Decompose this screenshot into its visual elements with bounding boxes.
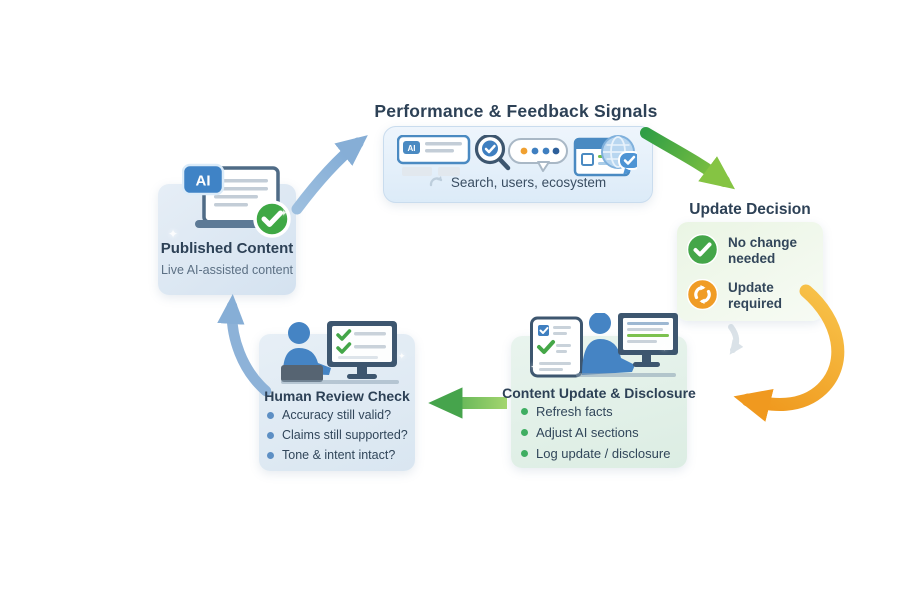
decision-option-update: Update required <box>687 278 824 312</box>
signals-caption: Search, users, ecosystem <box>450 175 607 190</box>
published-document-icon: AI <box>182 163 291 238</box>
sparkle-icon <box>530 360 540 374</box>
decorative-arrow <box>728 324 744 355</box>
bullet-item: Tone & intent intact? <box>267 448 408 462</box>
monitor-icon <box>327 321 397 379</box>
human-review-title: Human Review Check <box>264 388 410 404</box>
signals-icons: AI <box>397 135 637 177</box>
decision-title: Update Decision <box>689 201 811 218</box>
person-icon <box>582 313 635 375</box>
monitor-icon <box>618 313 678 367</box>
refresh-circle-icon <box>687 278 718 310</box>
globe-icon <box>601 135 637 175</box>
decision-options: No change needed Update required <box>687 234 824 312</box>
bullet-dot <box>521 429 528 436</box>
bullet-dot <box>267 431 274 439</box>
bullet-item: Log update / disclosure <box>521 446 670 461</box>
search-result-icon: AI <box>397 135 471 176</box>
bullet-dot <box>521 408 528 415</box>
sparkle-icon <box>168 227 178 241</box>
bullet-item: Adjust AI sections <box>521 425 670 440</box>
published-title: Published Content <box>160 240 294 257</box>
content-update-icon <box>530 313 678 378</box>
bullet-item: Claims still supported? <box>267 428 408 442</box>
human-review-bullets: Accuracy still valid? Claims still suppo… <box>267 408 408 462</box>
search-check-icon <box>474 135 511 171</box>
sparkle-icon <box>398 351 406 362</box>
human-review-icon <box>281 321 399 384</box>
feedback-bubble-icon <box>508 138 568 172</box>
arrow-published-to-signals <box>291 135 368 215</box>
sparkle-icon <box>660 343 668 354</box>
svg-text:AI: AI <box>408 144 416 153</box>
bullet-dot <box>521 450 528 457</box>
check-circle-icon <box>687 234 718 265</box>
bullet-item: Refresh facts <box>521 404 670 419</box>
decision-option-no-change: No change needed <box>687 234 824 267</box>
refresh-faint-icon <box>429 176 443 187</box>
decision-option-label: No change needed <box>728 235 798 266</box>
ai-badge: AI <box>182 163 225 196</box>
bullet-item: Accuracy still valid? <box>267 408 408 422</box>
bullet-dot <box>267 451 274 459</box>
bullet-dot <box>267 411 274 419</box>
signals-caption-row: Search, users, ecosystem <box>390 175 644 190</box>
sparkle-icon <box>280 208 288 219</box>
content-update-bullets: Refresh facts Adjust AI sections Log upd… <box>521 404 670 461</box>
published-subtitle: Live AI-assisted content <box>160 263 294 277</box>
decision-option-label: Update required <box>728 279 783 311</box>
content-update-title: Content Update & Disclosure <box>502 385 696 401</box>
check-icon <box>253 200 291 238</box>
svg-text:AI: AI <box>196 173 211 190</box>
arrow-signals-to-decision <box>640 127 736 190</box>
signals-title: Performance & Feedback Signals <box>374 101 658 121</box>
